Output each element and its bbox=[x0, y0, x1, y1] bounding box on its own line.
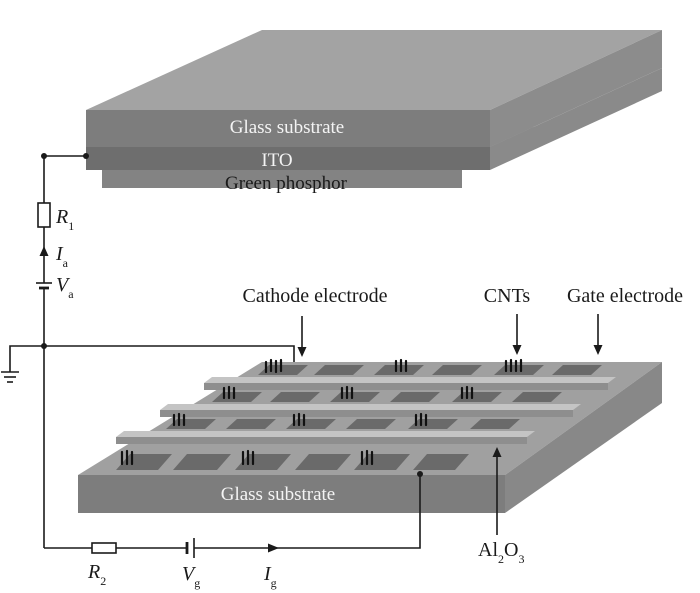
bottom-glass-front-face bbox=[78, 475, 505, 513]
cnt-cluster bbox=[222, 385, 236, 400]
current-arrow-ia-icon bbox=[39, 246, 49, 256]
top-glass-right-face bbox=[490, 30, 662, 147]
anode-wire bbox=[43, 155, 86, 203]
cnt-cluster bbox=[504, 358, 523, 373]
ground-icon bbox=[1, 371, 19, 383]
cnt-cluster bbox=[414, 412, 428, 427]
cathode-pad bbox=[314, 365, 364, 375]
cathode-pad bbox=[470, 419, 520, 429]
junction-dot bbox=[41, 343, 47, 349]
electrode-array bbox=[116, 365, 616, 470]
cnt-cluster bbox=[120, 449, 134, 466]
va-symbol: Va bbox=[56, 274, 74, 301]
cathode-pad bbox=[452, 392, 502, 402]
cathode-pad bbox=[374, 365, 424, 375]
cnt-cluster bbox=[394, 358, 408, 373]
cnt-cluster bbox=[172, 412, 186, 427]
phosphor-layer-front bbox=[102, 170, 462, 188]
resistor-r1 bbox=[37, 202, 51, 228]
gate-line bbox=[204, 377, 616, 383]
cathode-pad bbox=[432, 365, 482, 375]
cnt-clusters bbox=[120, 358, 523, 466]
ia-symbol: Ia bbox=[55, 243, 69, 270]
callout-arrows bbox=[301, 314, 599, 535]
ito-layer-front bbox=[86, 147, 490, 170]
gate-line-front bbox=[116, 437, 527, 444]
phosphor-label: Green phosphor bbox=[225, 173, 348, 194]
arrowhead-icon bbox=[492, 447, 502, 457]
r1-symbol: R1 bbox=[55, 206, 74, 233]
cnts-label: CNTs bbox=[484, 285, 531, 307]
bottom-glass-label: Glass substrate bbox=[221, 484, 336, 505]
cathode-pad bbox=[390, 392, 440, 402]
top-glass-front-face bbox=[86, 110, 490, 147]
cnt-cluster bbox=[360, 449, 374, 466]
cnt-cluster bbox=[241, 449, 255, 466]
cnt-cluster bbox=[264, 358, 283, 374]
gate-line bbox=[116, 431, 535, 437]
top-glass-top-face bbox=[86, 30, 662, 110]
cathode-pad-row-2 bbox=[212, 392, 562, 402]
gate-contact-dot bbox=[417, 471, 423, 477]
bottom-glass-right-face bbox=[505, 362, 662, 513]
vg-symbol: Vg bbox=[182, 563, 200, 590]
arrowhead-icon bbox=[297, 347, 307, 357]
cathode-pad bbox=[116, 454, 172, 470]
ig-symbol: Ig bbox=[263, 563, 277, 590]
cathode-pad bbox=[413, 454, 469, 470]
gate-line-front bbox=[160, 410, 573, 417]
arrowhead-icon bbox=[593, 345, 603, 355]
cathode-pad bbox=[512, 392, 562, 402]
current-arrow-ig-icon bbox=[268, 543, 279, 553]
arrowhead-icon bbox=[512, 345, 522, 355]
gate-line bbox=[160, 404, 581, 410]
cathode-pad-row-4 bbox=[116, 454, 469, 470]
cnt-cluster bbox=[340, 385, 354, 400]
anode-corner-dot bbox=[41, 153, 47, 159]
al2o3-label: Al2O3 bbox=[478, 539, 524, 566]
top-glass-label: Glass substrate bbox=[230, 117, 345, 138]
cnt-cluster bbox=[292, 412, 306, 427]
circuit bbox=[1, 153, 423, 558]
cathode-pad bbox=[552, 365, 602, 375]
anode-plate bbox=[86, 30, 662, 188]
gate-line-front bbox=[204, 383, 608, 390]
cathode-pad bbox=[346, 419, 396, 429]
gate-electrode-label: Gate electrode bbox=[567, 285, 683, 307]
resistor-r2 bbox=[91, 542, 117, 554]
cnt-cluster bbox=[460, 385, 474, 400]
r2-symbol: R2 bbox=[87, 561, 106, 588]
cathode-ground-wire bbox=[9, 345, 295, 372]
cathode-pad bbox=[270, 392, 320, 402]
cathode-pad bbox=[226, 419, 276, 429]
ito-label: ITO bbox=[261, 150, 292, 171]
cathode-electrode-label: Cathode electrode bbox=[243, 285, 388, 307]
cathode-pad bbox=[173, 454, 231, 470]
cathode-pad bbox=[295, 454, 351, 470]
ito-layer-side bbox=[490, 68, 662, 170]
anode-terminal-dot bbox=[83, 153, 89, 159]
